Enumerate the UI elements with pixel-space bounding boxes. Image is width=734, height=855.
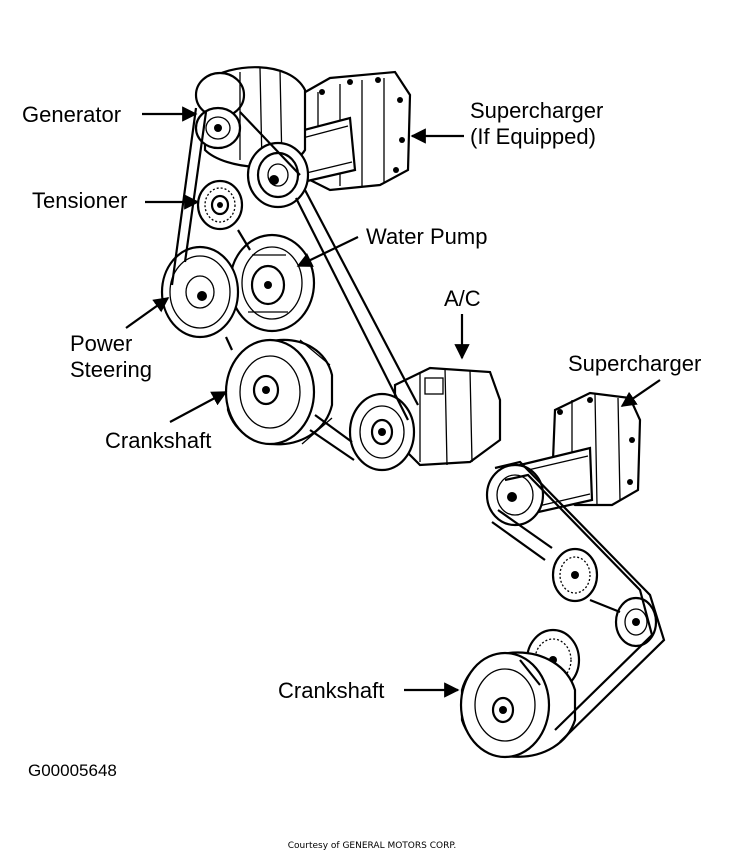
figure-id: G00005648	[28, 761, 117, 780]
supercharger-right	[518, 391, 642, 517]
label-supercharger-right: Supercharger	[568, 351, 701, 376]
supercharger-pulley-right	[485, 463, 545, 527]
label-generator: Generator	[22, 102, 121, 127]
water-pump-pulley	[228, 233, 316, 333]
arrow-power-steering	[125, 297, 170, 329]
right-belt-assembly	[459, 391, 666, 759]
crankshaft-pulley-left	[224, 338, 334, 446]
labels: Generator Supercharger (If Equipped) Ten…	[22, 98, 701, 851]
arrow-water-pump	[296, 236, 359, 267]
ac-compressor	[348, 366, 502, 472]
credit-line: Courtesy of GENERAL MOTORS CORP.	[288, 841, 456, 850]
label-water-pump: Water Pump	[366, 224, 487, 249]
serpentine-belt-right	[491, 460, 666, 743]
left-belt-assembly	[160, 66, 502, 472]
label-crankshaft-right: Crankshaft	[278, 678, 384, 703]
label-supercharger-top-1: Supercharger	[470, 98, 603, 123]
power-steering-pulley	[160, 245, 240, 339]
arrow-supercharger-right	[620, 379, 661, 407]
crankshaft-pulley-right	[459, 651, 577, 759]
idler-pulley-right-1	[551, 547, 599, 603]
label-power-steering-2: Steering	[70, 357, 152, 382]
label-power-steering-1: Power	[70, 331, 132, 356]
idler-pulley-right-2	[614, 596, 658, 648]
tensioner-pulley	[196, 179, 244, 231]
label-crankshaft-left: Crankshaft	[105, 428, 211, 453]
serpentine-belt-left	[170, 107, 419, 461]
label-supercharger-top-2: (If Equipped)	[470, 124, 596, 149]
label-ac: A/C	[444, 286, 481, 311]
arrow-crankshaft-left	[169, 391, 228, 423]
label-tensioner: Tensioner	[32, 188, 127, 213]
